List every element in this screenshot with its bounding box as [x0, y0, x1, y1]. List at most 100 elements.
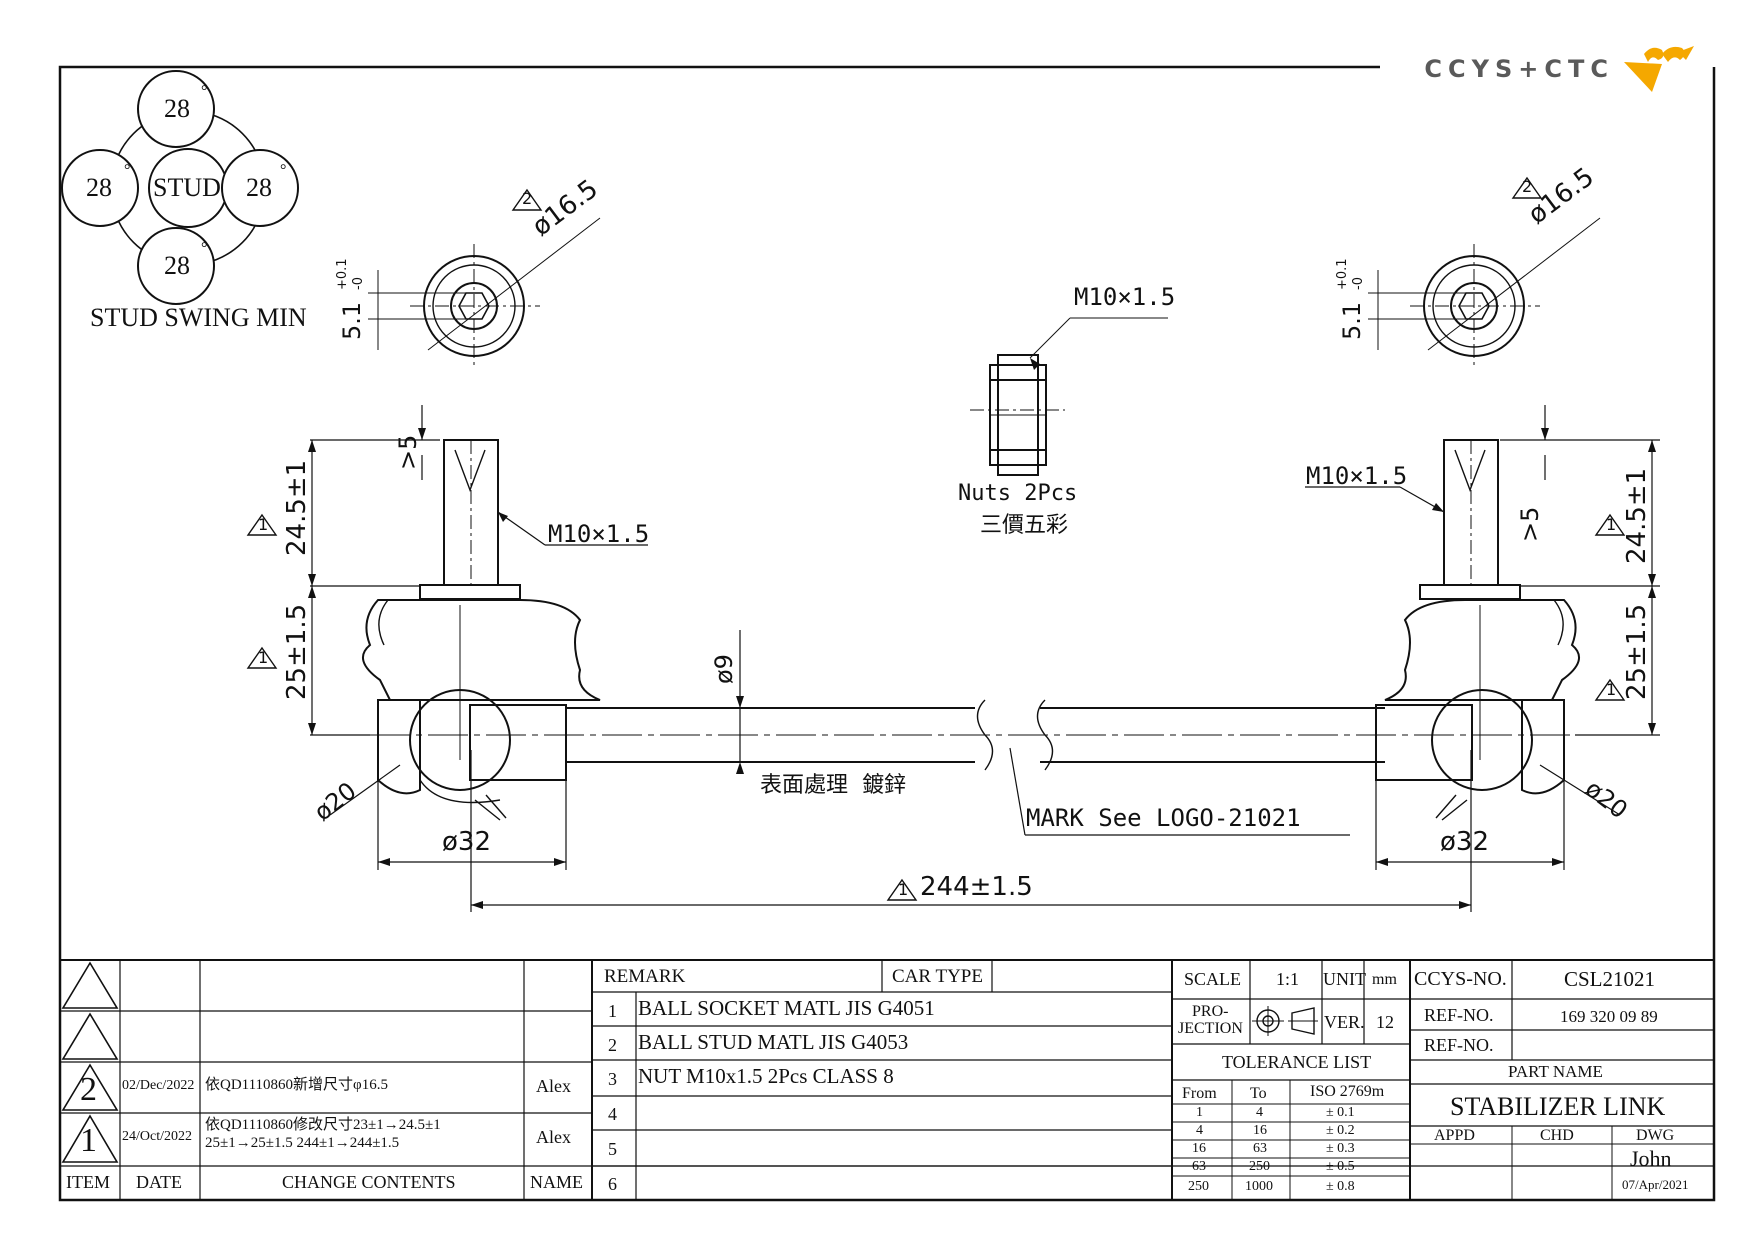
- tol-std-header: ISO 2769m: [1310, 1083, 1385, 1100]
- tol-from-header: From: [1182, 1085, 1217, 1102]
- height-25-left: 25±1.5: [282, 603, 312, 700]
- rev-row3-name: Alex: [536, 1076, 571, 1096]
- header-contents: CHANGE CONTENTS: [282, 1172, 456, 1192]
- degree-mark-top: °: [201, 83, 208, 100]
- header-name: NAME: [530, 1172, 583, 1192]
- gt5-left: >5: [394, 434, 422, 470]
- remark-no-2: 2: [608, 1035, 617, 1055]
- degree-mark-left: °: [124, 162, 131, 179]
- height-245-right: 24.5±1: [1622, 467, 1652, 564]
- hex-dim-left: 5.1: [338, 301, 366, 340]
- nut-drawing: [970, 317, 1168, 476]
- tol-row5-tol: ± 0.8: [1326, 1179, 1355, 1194]
- rev-row4-name: Alex: [536, 1127, 571, 1147]
- drawing-border: [58, 65, 1716, 1202]
- drawing-date: 07/Apr/2021: [1622, 1177, 1689, 1192]
- rev1-marker-d: 1: [1606, 680, 1617, 699]
- tolerance-title: TOLERANCE LIST: [1222, 1052, 1372, 1072]
- height-25-right: 25±1.5: [1622, 603, 1652, 700]
- chd-label: CHD: [1540, 1127, 1574, 1144]
- swing-top: 28: [164, 94, 190, 123]
- rod-dia: ø9: [710, 654, 738, 684]
- rev1-marker-c: 1: [1606, 515, 1617, 534]
- hex-tol-top-right: +0.1: [1335, 258, 1350, 290]
- tol-row2-to: 16: [1253, 1123, 1267, 1138]
- tol-row2-tol: ± 0.2: [1326, 1123, 1355, 1138]
- ref-no-label: REF-NO.: [1424, 1005, 1494, 1025]
- rod-drawing: [370, 699, 1635, 771]
- rev1-marker-b: 1: [258, 648, 269, 667]
- overall-length: 244±1.5: [920, 872, 1033, 902]
- tol-row3-to: 63: [1253, 1141, 1267, 1156]
- remark-label: REMARK: [604, 966, 686, 987]
- logo-text: CCYS+CTC: [1424, 55, 1614, 83]
- swing-center: STUD: [153, 173, 221, 202]
- part-name-value: STABILIZER LINK: [1450, 1092, 1666, 1121]
- tol-to-header: To: [1250, 1085, 1267, 1102]
- thread-right: M10×1.5: [1306, 462, 1408, 490]
- remark-no-4: 4: [608, 1104, 617, 1124]
- remark-no-5: 5: [608, 1139, 617, 1159]
- right-joint-assembly: [1375, 439, 1581, 821]
- rev1-marker-a: 1: [258, 515, 269, 534]
- tol-row3-tol: ± 0.3: [1326, 1141, 1355, 1156]
- unit-value: mm: [1372, 971, 1397, 988]
- tol-row3-from: 16: [1192, 1141, 1206, 1156]
- hex-dim-right: 5.1: [1338, 301, 1366, 340]
- rev-row4-content: 依QD1110860修改尺寸23±1→24.5±1: [205, 1117, 441, 1133]
- remark-no-6: 6: [608, 1174, 617, 1194]
- socket-dia-left: ø32: [442, 827, 491, 857]
- remark-text-1: BALL SOCKET MATL JIS G4051: [638, 996, 935, 1020]
- rev-row4-date: 24/Oct/2022: [122, 1129, 192, 1144]
- hex-tol-bot-left: -0: [351, 277, 366, 290]
- socket-dia-right: ø32: [1440, 827, 1489, 857]
- swing-title: STUD SWING MIN: [90, 303, 307, 332]
- degree-mark-right: °: [280, 162, 287, 179]
- tol-row2-from: 4: [1196, 1123, 1203, 1138]
- rev-row3-item: 2: [80, 1071, 97, 1108]
- surface-treatment: 表面處理 鍍鋅: [760, 773, 906, 798]
- ccys-no-label: CCYS-NO.: [1414, 968, 1507, 990]
- hex-tol-bot-right: -0: [1351, 277, 1366, 290]
- part-name-label: PART NAME: [1508, 1062, 1603, 1081]
- drawer-name: John: [1630, 1146, 1672, 1171]
- rev1-marker-length: 1: [898, 880, 909, 899]
- gt5-right: >5: [1516, 506, 1544, 542]
- logo-mark-note: MARK See LOGO-21021: [1026, 804, 1301, 832]
- tol-row5-from: 250: [1188, 1179, 1209, 1194]
- remark-no-1: 1: [608, 1001, 617, 1021]
- rev-row3-content: 依QD1110860新增尺寸φ16.5: [205, 1077, 388, 1093]
- dwg-label: DWG: [1636, 1127, 1675, 1144]
- appd-label: APPD: [1434, 1127, 1475, 1144]
- rev-row3-date: 02/Dec/2022: [122, 1078, 195, 1093]
- ref-no-2-label: REF-NO.: [1424, 1035, 1494, 1055]
- nut-finish: 三價五彩: [980, 513, 1069, 538]
- tol-row4-tol: ± 0.5: [1326, 1159, 1355, 1174]
- thread-left: M10×1.5: [548, 520, 650, 548]
- ver-label: VER.: [1324, 1012, 1365, 1032]
- unit-label: UNIT: [1323, 969, 1366, 989]
- tol-row4-to: 250: [1249, 1159, 1270, 1174]
- tol-row1-tol: ± 0.1: [1326, 1105, 1355, 1120]
- header-date: DATE: [136, 1172, 182, 1192]
- nut-thread: M10×1.5: [1074, 283, 1176, 311]
- projection-line2: JECTION: [1178, 1020, 1243, 1037]
- left-joint-assembly: [361, 439, 601, 821]
- tol-row1-to: 4: [1256, 1105, 1263, 1120]
- rev-row4-item: 1: [80, 1122, 97, 1159]
- rev-row4-content-2: 25±1→25±1.5 244±1→244±1.5: [205, 1135, 400, 1151]
- remark-text-3: NUT M10x1.5 2Pcs CLASS 8: [638, 1064, 894, 1088]
- remark-no-3: 3: [608, 1069, 617, 1089]
- degree-mark-bottom: °: [201, 240, 208, 257]
- stud-top-view-right: [1368, 217, 1601, 368]
- ccys-no-value: CSL21021: [1564, 967, 1656, 991]
- car-type-label: CAR TYPE: [892, 966, 983, 987]
- header-item: ITEM: [66, 1172, 110, 1192]
- tol-row4-from: 63: [1192, 1159, 1206, 1174]
- nut-label: Nuts 2Pcs: [958, 481, 1078, 506]
- tol-row1-from: 1: [1196, 1105, 1203, 1120]
- hex-tol-top-left: +0.1: [335, 258, 350, 290]
- revision-table-triangles: [61, 961, 119, 1163]
- rev2-right: 2: [1522, 177, 1533, 196]
